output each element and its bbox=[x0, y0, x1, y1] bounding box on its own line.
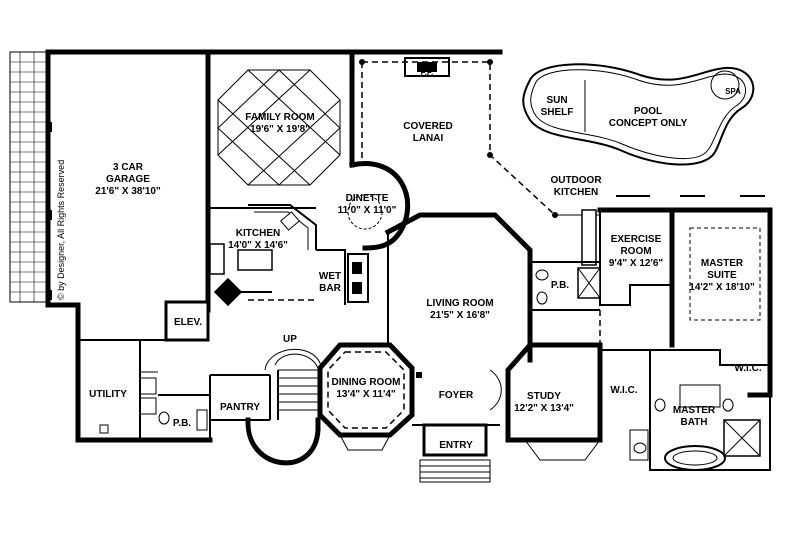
master-bath-label-2: BATH bbox=[680, 417, 707, 428]
entry-walls bbox=[412, 369, 502, 483]
elevator-label: ELEV. bbox=[174, 317, 202, 328]
study-dims: 12'2" X 13'4" bbox=[514, 403, 574, 414]
wet-bar-label: WET bbox=[319, 271, 341, 282]
wet-bar-label-2: BAR bbox=[319, 283, 341, 294]
east-wing-walls bbox=[530, 195, 773, 398]
powder-bath-left-label: P.B. bbox=[173, 418, 191, 429]
pool-label-2: CONCEPT ONLY bbox=[609, 118, 688, 129]
garage-label-2: GARAGE bbox=[106, 174, 150, 185]
pantry-stair-walls bbox=[210, 348, 323, 466]
family-room-label: FAMILY ROOM bbox=[245, 112, 314, 123]
utility-walls bbox=[75, 337, 213, 443]
pantry-label: PANTRY bbox=[220, 402, 260, 413]
kitchen-dims: 14'0" X 14'6" bbox=[228, 240, 288, 251]
kitchen-walls bbox=[207, 204, 317, 307]
outdoor-kitchen-label-2: KITCHEN bbox=[554, 187, 598, 198]
spa-label: SPA bbox=[725, 87, 741, 96]
wic-right-label: W.I.C. bbox=[734, 363, 761, 374]
family-room-ceiling-pattern bbox=[217, 69, 341, 186]
entry-label: ENTRY bbox=[439, 440, 473, 451]
exercise-room-label-2: ROOM bbox=[620, 246, 651, 257]
master-suite-label: MASTER bbox=[701, 258, 744, 269]
sun-shelf-label: SUN bbox=[546, 95, 567, 106]
dinette-label: DINETTE bbox=[346, 193, 389, 204]
dining-room-label: DINING ROOM bbox=[332, 377, 401, 388]
dining-room-walls bbox=[317, 342, 415, 451]
wic-left-label: W.I.C. bbox=[610, 385, 637, 396]
living-room-walls bbox=[384, 212, 533, 363]
garage-dims: 21'6" X 38'10" bbox=[95, 186, 161, 197]
family-room-dims: 19'6" X 19'8" bbox=[250, 124, 310, 135]
dining-room-dims: 13'4" X 11'4" bbox=[336, 389, 396, 400]
family-room-walls bbox=[205, 49, 355, 209]
garage-label: 3 CAR bbox=[113, 162, 144, 173]
living-room-label: LIVING ROOM bbox=[426, 298, 493, 309]
study-bath-walls bbox=[505, 342, 771, 471]
wet-bar-walls bbox=[316, 249, 369, 305]
master-suite-label-2: SUITE bbox=[707, 270, 737, 281]
powder-bath-right-label: P.B. bbox=[551, 280, 569, 291]
outdoor-kitchen-walls bbox=[555, 209, 600, 266]
master-bath-label: MASTER bbox=[673, 405, 716, 416]
lanai-label-2: LANAI bbox=[413, 133, 444, 144]
utility-label: UTILITY bbox=[89, 389, 127, 400]
master-suite-dims: 14'2" X 18'10" bbox=[689, 282, 755, 293]
pool-label: POOL bbox=[634, 106, 662, 117]
lanai bbox=[349, 49, 558, 218]
living-room-dims: 21'5" X 16'8" bbox=[430, 310, 490, 321]
dinette-dims: 11'0" X 11'0" bbox=[338, 205, 397, 216]
exercise-room-label: EXERCISE bbox=[611, 234, 662, 245]
exercise-room-dims: 9'4" X 12'6" bbox=[609, 258, 664, 269]
lanai-label: COVERED bbox=[403, 121, 452, 132]
kitchen-label: KITCHEN bbox=[236, 228, 280, 239]
study-label: STUDY bbox=[527, 391, 561, 402]
sun-shelf-label-2: SHELF bbox=[541, 107, 574, 118]
outdoor-kitchen-label: OUTDOOR bbox=[550, 175, 602, 186]
pool bbox=[522, 63, 755, 166]
foyer-label: FOYER bbox=[439, 390, 474, 401]
copyright-text: © by Designer, All Rights Reserved bbox=[56, 160, 66, 300]
up-label: UP bbox=[283, 334, 297, 345]
fireplace-label: F.P. bbox=[421, 68, 434, 77]
room-labels: 3 CAR GARAGE 21'6" X 38'10" FAMILY ROOM … bbox=[89, 68, 762, 451]
brick-driveway bbox=[9, 51, 52, 303]
